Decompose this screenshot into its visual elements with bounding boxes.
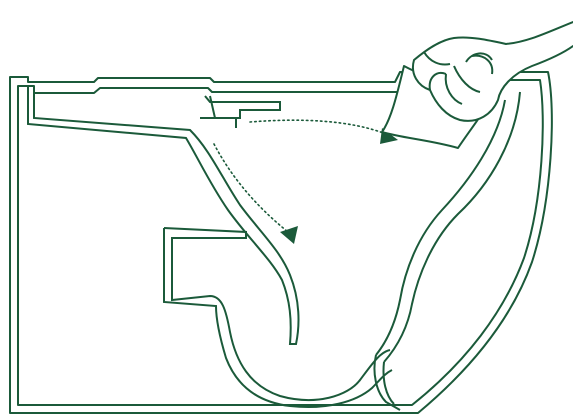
bowl-inner-wall [27, 86, 521, 363]
hand-icon [412, 21, 573, 122]
waste-flow-arrow [213, 143, 298, 244]
trapway [163, 227, 401, 411]
toilet-body-outline [9, 71, 553, 414]
